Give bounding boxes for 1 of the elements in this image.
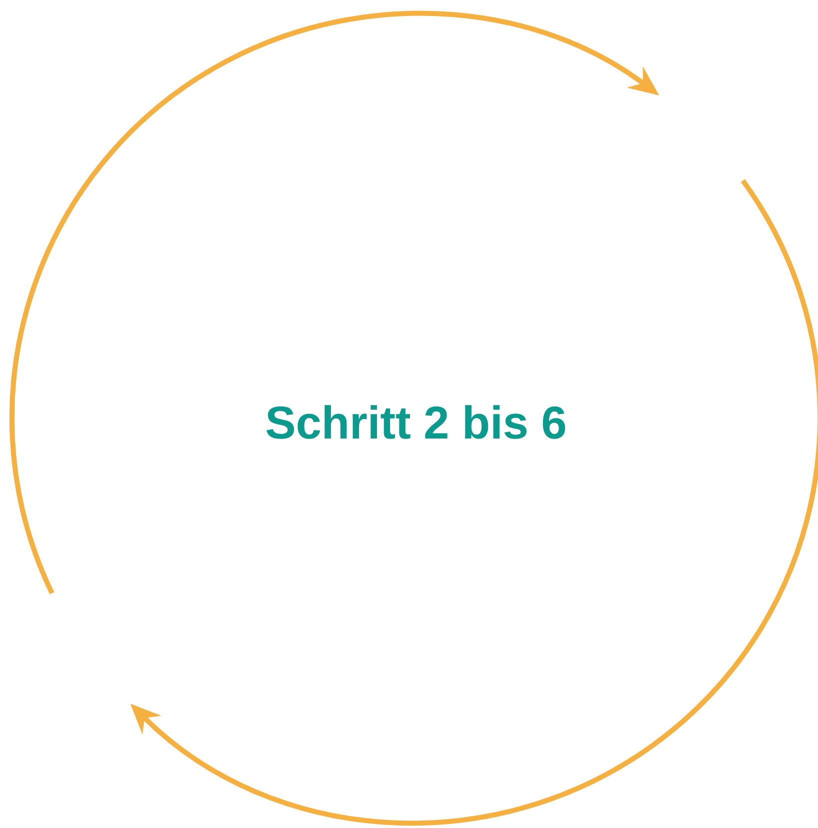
center-label: Schritt 2 bis 6 bbox=[266, 405, 566, 439]
